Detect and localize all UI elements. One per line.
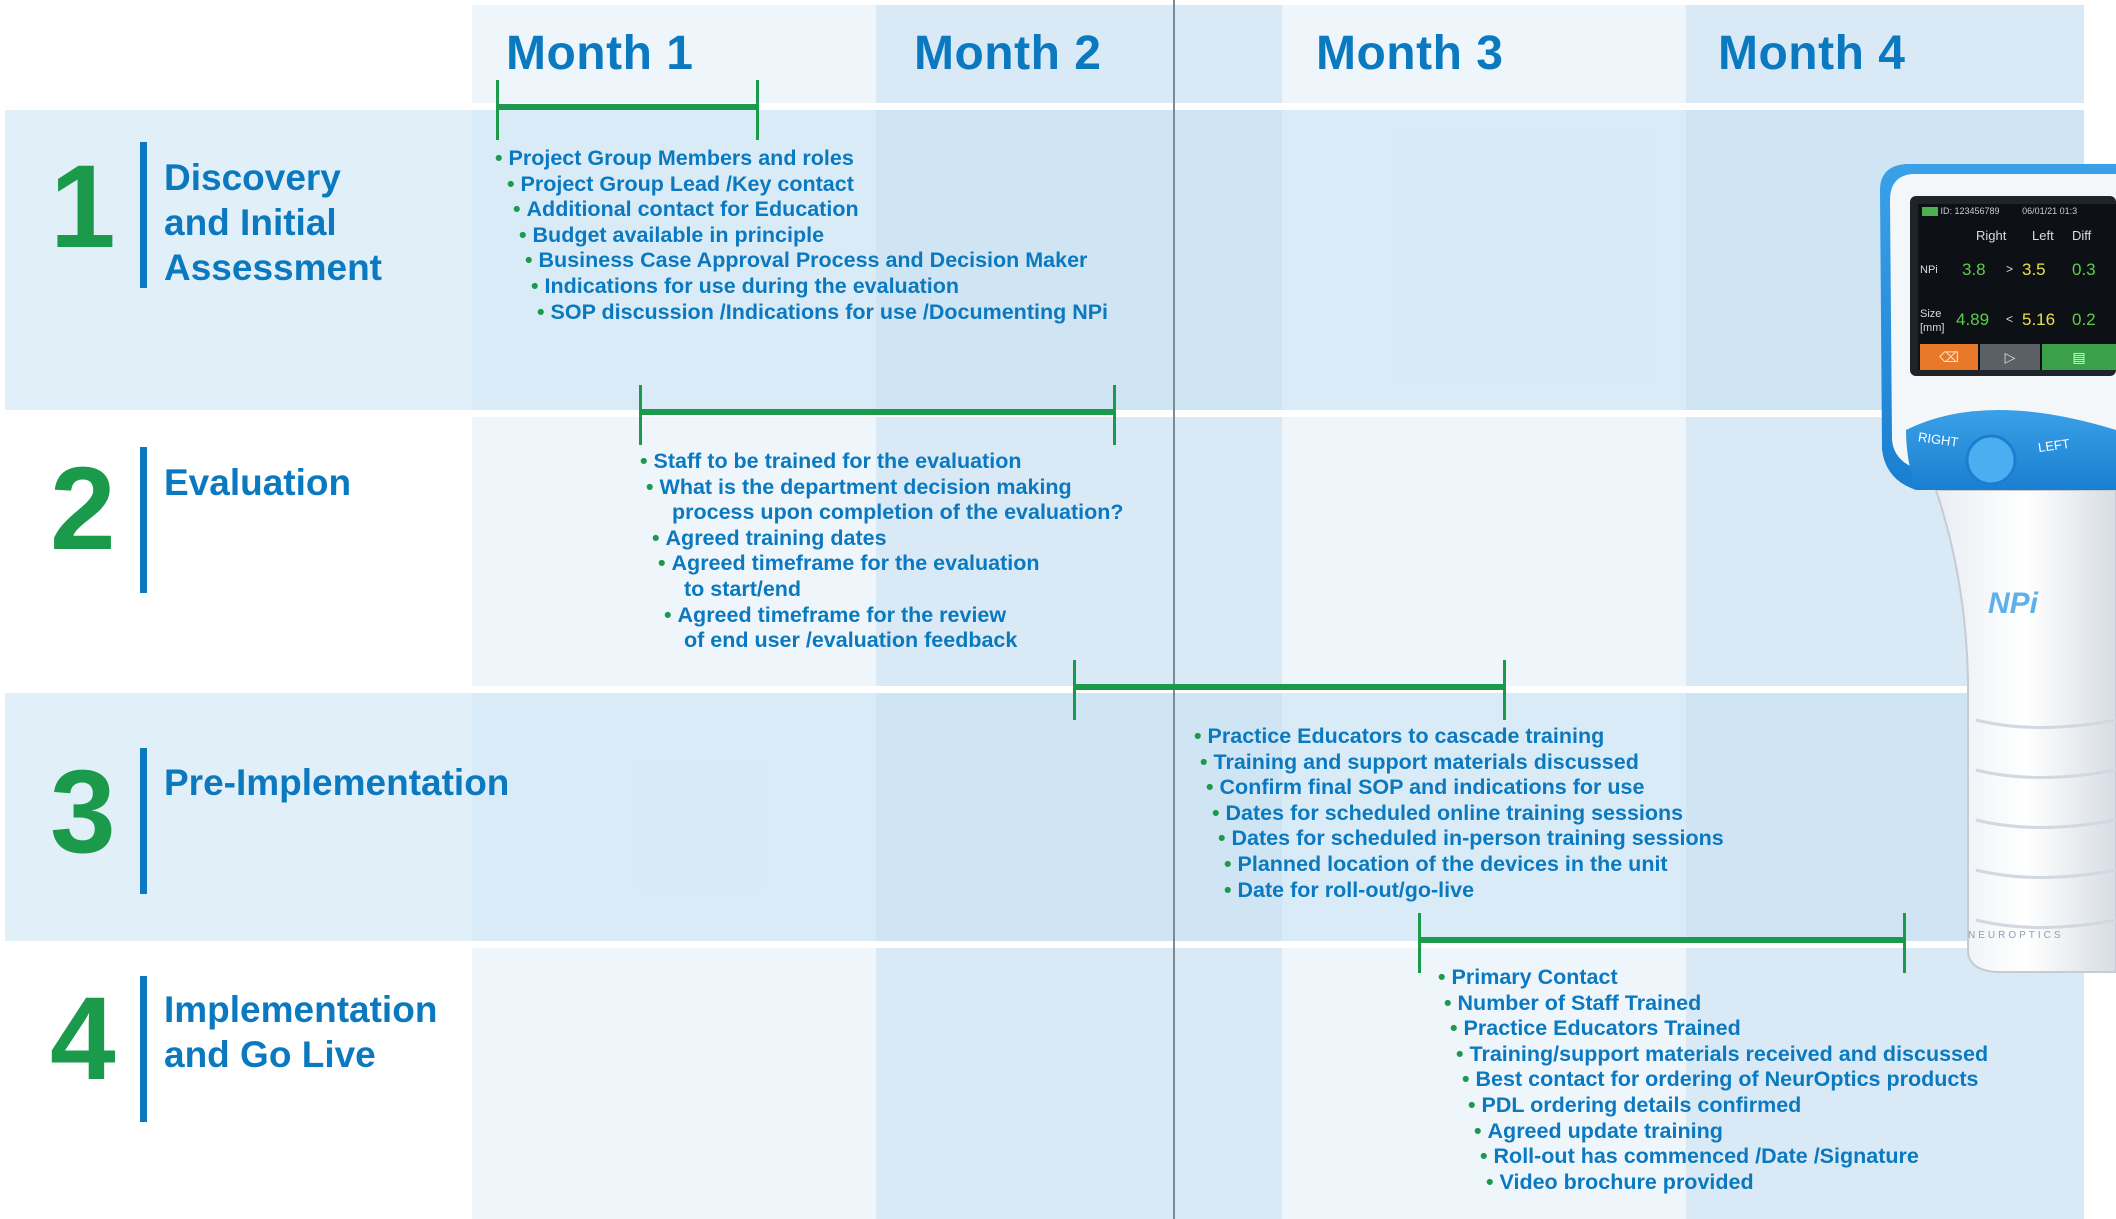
list-item: •Number of Staff Trained xyxy=(1444,990,1702,1015)
col-left-label: Left xyxy=(2032,228,2054,243)
phase-3-divider xyxy=(140,748,147,894)
month-2-label: Month 2 xyxy=(914,27,1102,80)
list-item: •PDL ordering details confirmed xyxy=(1468,1092,1802,1117)
phase-2-checklist: •Staff to be trained for the evaluation … xyxy=(640,449,1124,654)
month-4-label: Month 4 xyxy=(1718,27,1906,80)
npi-left-value: 3.5 xyxy=(2022,260,2046,279)
phase-4-timeline-start xyxy=(1418,913,1421,973)
phase-2-timeline-start xyxy=(639,385,642,445)
list-item: •Agreed timeframe for the evaluation xyxy=(658,551,1040,576)
phase-1-number: 1 xyxy=(50,141,116,273)
col-diff-label: Diff xyxy=(2072,228,2092,243)
play-icon[interactable]: ▷ xyxy=(1980,344,2040,370)
phase-4-left-panel xyxy=(0,948,472,1219)
phase-2-title: Evaluation xyxy=(164,462,352,503)
phase-4-divider xyxy=(140,976,147,1122)
patient-id: ID: 123456789 xyxy=(1940,206,2000,216)
list-item: •Additional contact for Education xyxy=(513,197,859,222)
npi-row-label: NPi xyxy=(1920,264,1938,276)
phase-1-checklist: •Project Group Members and roles •Projec… xyxy=(495,146,1108,325)
phase-2-number: 2 xyxy=(50,443,116,575)
phase-3-title: Pre-Implementation xyxy=(164,762,510,803)
size-row-unit: [mm] xyxy=(1920,322,1945,334)
phase-4-timeline-end xyxy=(1903,913,1906,973)
list-item: of end user /evaluation feedback xyxy=(684,628,1018,653)
phase-2-divider xyxy=(140,447,147,593)
list-item: •SOP discussion /Indications for use /Do… xyxy=(537,299,1109,324)
phase-1-title: Discovery and Initial Assessment xyxy=(164,157,383,288)
trash-icon[interactable]: ⌫ xyxy=(1920,344,1978,370)
header-left-blank xyxy=(0,0,472,110)
phase-1-timeline-end xyxy=(756,80,759,140)
battery-icon xyxy=(1922,207,1938,217)
month-1-label: Month 1 xyxy=(506,27,694,80)
size-row-label: Size xyxy=(1920,308,1942,320)
phase-3-checklist: •Practice Educators to cascade training … xyxy=(1194,724,1724,903)
list-item: •Agreed training dates xyxy=(652,525,887,550)
list-item: •Planned location of the devices in the … xyxy=(1224,851,1668,876)
size-right-value: 4.89 xyxy=(1956,310,1990,329)
npi-compare: > xyxy=(2006,262,2014,276)
phase-4-title: Implementation and Go Live xyxy=(164,989,438,1075)
phase-2-timeline-bar xyxy=(639,409,1116,415)
record-icon[interactable]: ▤ xyxy=(2042,344,2116,370)
size-compare: < xyxy=(2006,312,2014,326)
row-separator-2 xyxy=(0,686,2084,693)
phase-3-timeline-end xyxy=(1503,660,1506,720)
phase-1-divider xyxy=(140,142,147,288)
row-separator-3 xyxy=(0,941,2084,948)
list-item: •Practice Educators to cascade training xyxy=(1194,724,1605,748)
npi-logo: NPi xyxy=(1988,587,2039,620)
phase-3-band xyxy=(5,693,2084,941)
phase-3-timeline-start xyxy=(1073,660,1076,720)
phase-3-number: 3 xyxy=(50,746,116,878)
list-item: •Date for roll-out/go-live xyxy=(1224,877,1475,902)
list-item: •Agreed timeframe for the review xyxy=(664,602,1007,627)
phase-4-checklist: •Primary Contact •Number of Staff Traine… xyxy=(1438,965,1988,1195)
list-item: •Dates for scheduled in-person training … xyxy=(1218,826,1724,851)
list-item: •Confirm final SOP and indications for u… xyxy=(1206,775,1645,800)
list-item: •Best contact for ordering of NeurOptics… xyxy=(1462,1067,1979,1092)
phase-1-band xyxy=(5,110,2084,410)
list-item: •Staff to be trained for the evaluation xyxy=(640,449,1022,473)
list-item: •Project Group Members and roles xyxy=(495,146,854,170)
phase-2-timeline-end xyxy=(1113,385,1116,445)
list-item: •Indications for use during the evaluati… xyxy=(531,273,960,298)
list-item: •Agreed update training xyxy=(1474,1118,1723,1143)
pupillometer-device-image: NPi NEUROPTICS ID: 123456789 06/01/21 01… xyxy=(1876,160,2116,980)
phase-4-number: 4 xyxy=(50,973,116,1105)
list-item: •Training and support materials discusse… xyxy=(1200,749,1639,774)
brand-text: NEUROPTICS xyxy=(1968,930,2064,941)
npi-right-value: 3.8 xyxy=(1962,260,1986,279)
phase-2-left-panel xyxy=(0,417,472,686)
month-3-label: Month 3 xyxy=(1316,27,1504,80)
header-separator xyxy=(472,103,2084,110)
col-right-label: Right xyxy=(1976,228,2007,243)
list-item: •Video brochure provided xyxy=(1486,1169,1754,1194)
phase-1-timeline-bar xyxy=(496,104,758,110)
list-item: •Budget available in principle xyxy=(519,222,825,247)
list-item: •Training/support materials received and… xyxy=(1456,1041,1989,1066)
screen-datetime: 06/01/21 01:3 xyxy=(2022,206,2078,216)
device-screen: ID: 123456789 06/01/21 01:3 Right Left D… xyxy=(1918,204,2116,370)
list-item: •Roll-out has commenced /Date /Signature xyxy=(1480,1144,1919,1169)
phase-3-timeline-bar xyxy=(1073,684,1506,690)
timeline-divider xyxy=(1173,0,1175,1219)
size-diff-value: 0.2 xyxy=(2072,310,2096,329)
list-item: •Business Case Approval Process and Deci… xyxy=(525,248,1088,273)
list-item: •Project Group Lead /Key contact xyxy=(507,171,854,196)
npi-diff-value: 0.3 xyxy=(2072,260,2096,279)
list-item: •What is the department decision making xyxy=(646,474,1072,499)
size-left-value: 5.16 xyxy=(2022,310,2056,329)
list-item: •Primary Contact xyxy=(1438,965,1618,989)
list-item: process upon completion of the evaluatio… xyxy=(672,500,1124,525)
list-item: to start/end xyxy=(684,576,802,601)
list-item: •Practice Educators Trained xyxy=(1450,1016,1741,1041)
phase-1-timeline-start xyxy=(496,80,499,140)
list-item: •Dates for scheduled online training ses… xyxy=(1212,800,1684,825)
phase-4-timeline-bar xyxy=(1418,937,1906,943)
